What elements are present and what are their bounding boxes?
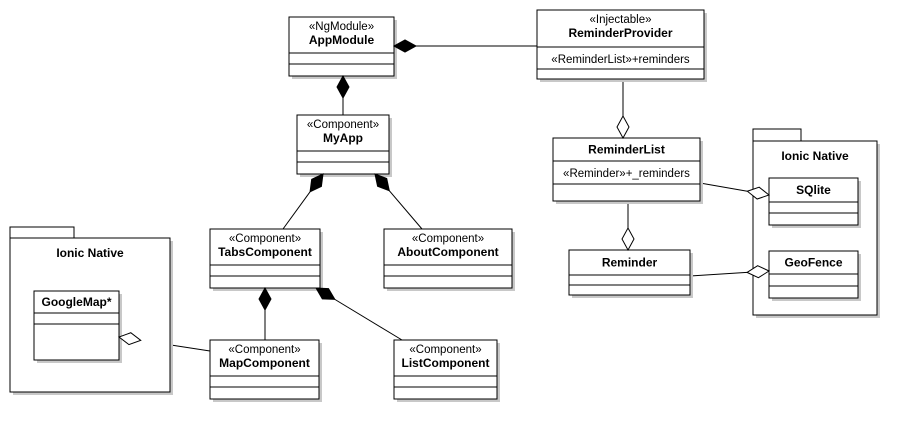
filled-diamond-appmodule xyxy=(392,39,418,53)
class-box xyxy=(536,9,705,80)
class-stereotype: «Component» xyxy=(229,233,301,245)
class-name: AppModule xyxy=(309,33,375,47)
class-box xyxy=(393,339,498,400)
composition-line xyxy=(388,190,423,230)
hollow-diamond-reminder xyxy=(621,226,635,252)
class-name: MapComponent xyxy=(219,356,310,370)
package-tab xyxy=(752,128,802,142)
class-reminder: Reminder xyxy=(568,249,693,298)
class-stereotype: «Injectable» xyxy=(589,14,651,26)
package-name: Ionic Native xyxy=(781,149,849,163)
composition-line xyxy=(334,298,403,341)
class-myapp: «Component»MyApp xyxy=(296,114,392,177)
class-reminderprovider: «Injectable»ReminderProvider «ReminderLis… xyxy=(536,9,707,82)
class-name: Reminder xyxy=(602,256,658,270)
hollow-diamond-reminderlist xyxy=(616,114,630,140)
class-mapcomponent: «Component»MapComponent xyxy=(209,339,322,402)
class-stereotype: «Component» xyxy=(307,119,379,131)
class-name: TabsComponent xyxy=(218,245,312,259)
filled-diamond-tabscomponent xyxy=(258,286,272,312)
aggregation-line xyxy=(689,271,748,277)
class-stereotype: «Component» xyxy=(412,233,484,245)
aggregation-line xyxy=(699,182,748,192)
class-box xyxy=(383,228,513,289)
class-attribute: «Reminder»+_reminders xyxy=(563,168,690,180)
filled-diamond-tabscomponent xyxy=(315,287,336,300)
package-name: Ionic Native xyxy=(56,246,124,260)
class-box xyxy=(33,290,120,361)
class-geofence: GeoFence xyxy=(768,250,861,301)
class-stereotype: «Component» xyxy=(409,344,481,356)
class-box xyxy=(288,16,395,77)
class-name: SQlite xyxy=(796,183,831,197)
filled-diamond-myapp xyxy=(309,173,324,193)
class-name: MyApp xyxy=(323,131,363,145)
diamonds-layer xyxy=(117,39,771,346)
class-tabscomponent: «Component»TabsComponent xyxy=(209,228,323,291)
class-box xyxy=(552,137,701,202)
class-stereotype: «NgModule» xyxy=(309,21,374,33)
class-box xyxy=(209,339,320,400)
class-attribute: «ReminderList»+reminders xyxy=(551,54,690,66)
hollow-diamond-geofence xyxy=(746,265,771,279)
class-box xyxy=(568,249,691,296)
class-aboutcomponent: «Component»AboutComponent xyxy=(383,228,515,291)
class-name: ListComponent xyxy=(402,356,490,370)
class-appmodule: «NgModule»AppModule xyxy=(288,16,397,79)
class-reminderlist: ReminderList «Reminder»+_reminders xyxy=(552,137,703,204)
class-name: AboutComponent xyxy=(397,245,498,259)
class-name: GeoFence xyxy=(784,256,842,270)
class-name: GoogleMap* xyxy=(41,295,111,309)
filled-diamond-appmodule xyxy=(336,74,350,100)
class-box xyxy=(296,114,390,175)
package-tab xyxy=(9,226,75,239)
hollow-diamond-googlemap xyxy=(117,332,142,346)
classes-layer: «NgModule»AppModule «Injectable»ReminderP… xyxy=(33,9,861,402)
hollow-diamond-sqlite xyxy=(746,186,771,200)
composition-line xyxy=(282,191,311,230)
class-listcomponent: «Component»ListComponent xyxy=(393,339,500,402)
class-box xyxy=(209,228,321,289)
class-name: ReminderProvider xyxy=(568,26,672,40)
filled-diamond-myapp xyxy=(374,173,390,192)
class-stereotype: «Component» xyxy=(228,344,300,356)
class-sqlite: SQlite xyxy=(768,177,861,228)
class-name: ReminderList xyxy=(588,143,665,157)
class-googlemap: GoogleMap* xyxy=(33,290,122,363)
